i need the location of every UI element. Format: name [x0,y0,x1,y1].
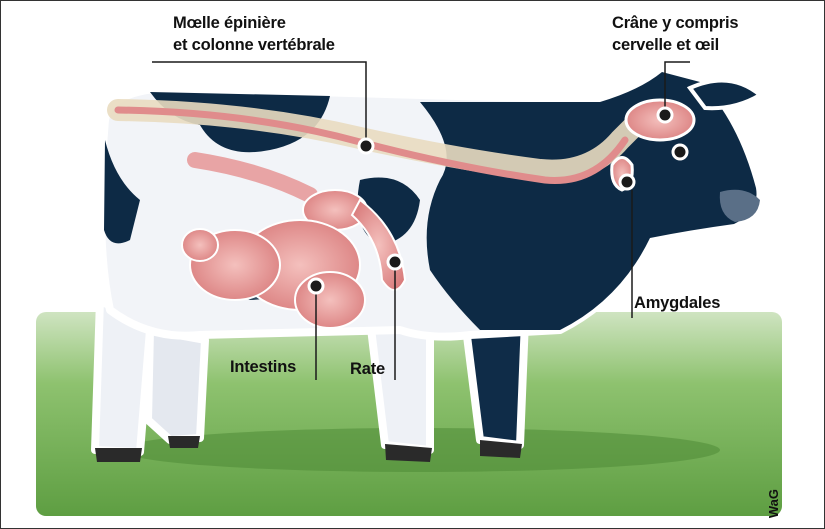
label-tonsils: Amygdales [634,292,720,314]
label-spleen: Rate [350,358,385,380]
ear [690,80,760,108]
label-skull-line2: cervelle et œil [612,34,738,56]
label-intestines: Intestins [230,356,296,378]
label-spinal-cord: Mœlle épinière et colonne vertébrale [173,12,335,56]
label-spinal-cord-line2: et colonne vertébrale [173,34,335,56]
credit-watermark: WaG [766,489,781,518]
label-spinal-cord-line1: Mœlle épinière [173,12,335,34]
label-skull: Crâne y compris cervelle et œil [612,12,738,56]
label-skull-line1: Crâne y compris [612,12,738,34]
